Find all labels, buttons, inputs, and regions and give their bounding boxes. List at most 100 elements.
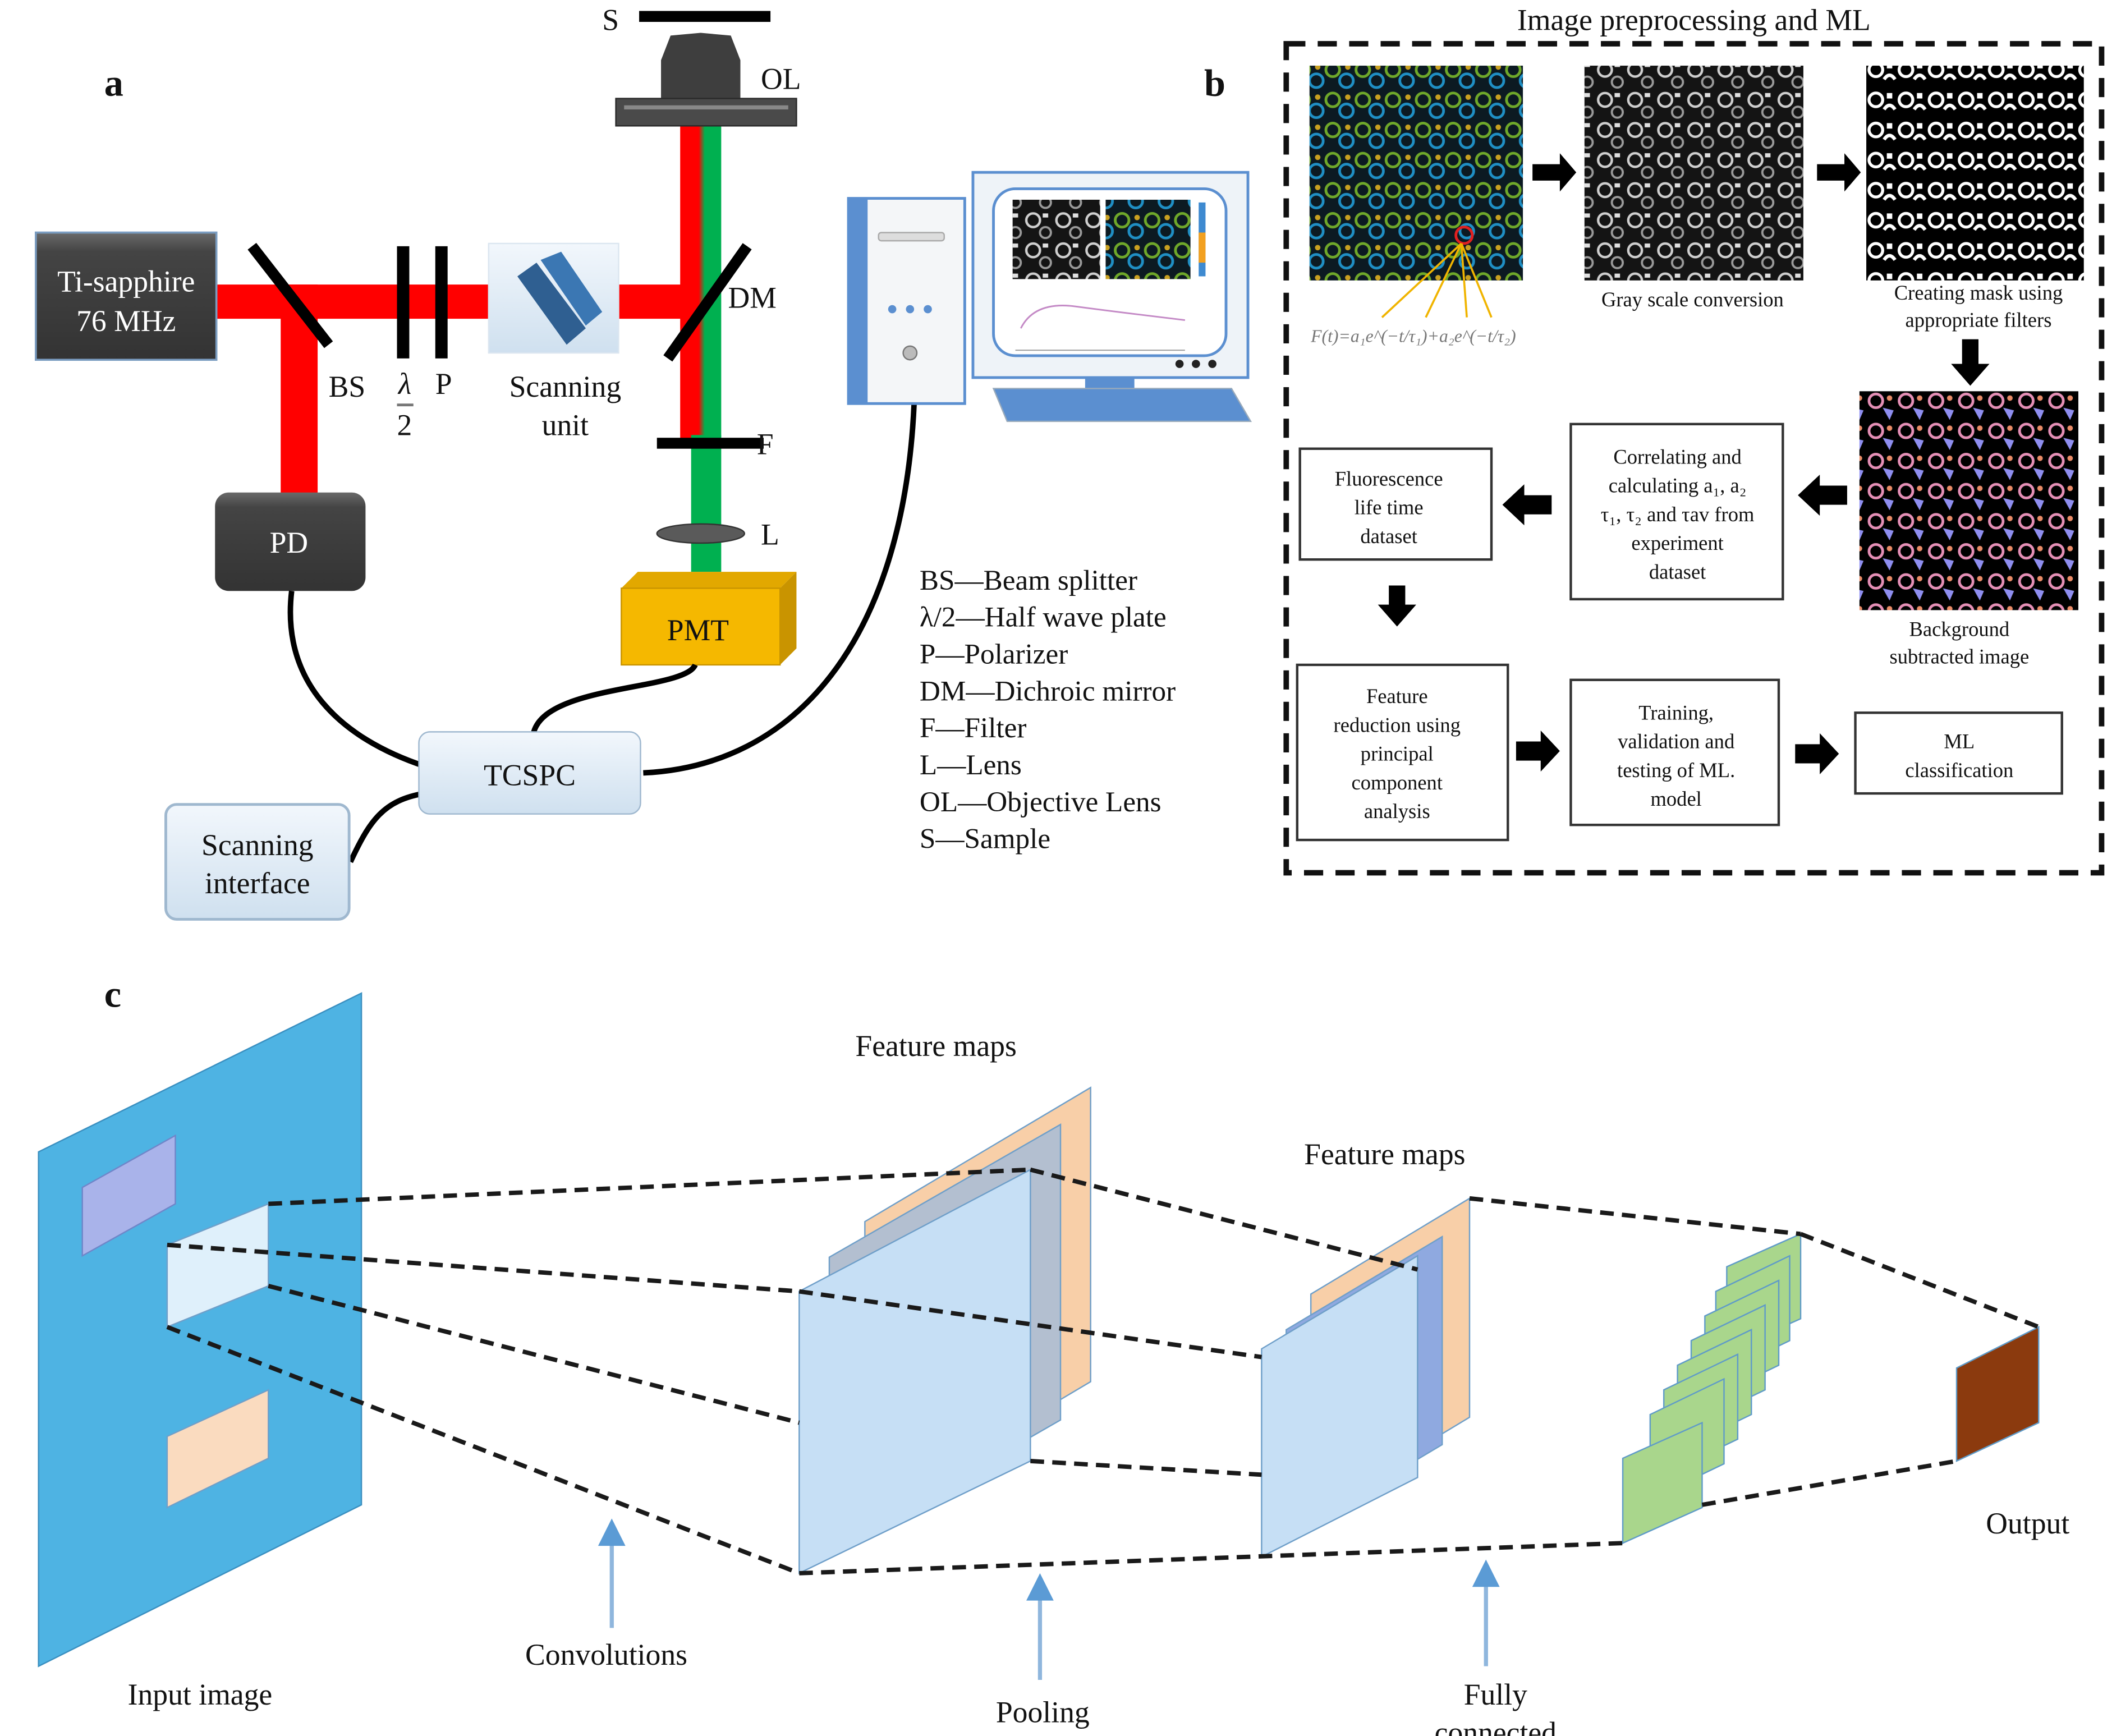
arrow-fully-connected bbox=[1472, 1559, 1500, 1666]
pmt-detector: PMT bbox=[621, 572, 797, 666]
panel-label-b: b bbox=[1204, 62, 1225, 104]
box-text: Training, bbox=[1638, 701, 1714, 724]
panel-label-a: a bbox=[104, 62, 123, 104]
tcspc-module: TCSPC bbox=[418, 731, 641, 815]
p-label: P bbox=[435, 367, 452, 401]
scanning-unit: Scanning unit bbox=[488, 242, 622, 442]
box-text: reduction using bbox=[1334, 713, 1461, 736]
label-feature-maps-2: Feature maps bbox=[1304, 1137, 1465, 1171]
mask-caption-1: Creating mask using bbox=[1894, 281, 2063, 304]
dichroic-mirror bbox=[663, 243, 752, 362]
ti-sapphire-laser: Ti-sapphire 76 MHz bbox=[35, 231, 218, 361]
cable-computer-tcspc bbox=[643, 403, 917, 776]
arrow-down-2 bbox=[1378, 585, 1416, 627]
pd-label: PD bbox=[270, 526, 309, 559]
laser-label-line2: 76 MHz bbox=[76, 304, 176, 338]
cable-scanif-tcspc bbox=[348, 791, 425, 864]
legend-item: λ/2—Half wave plate bbox=[920, 601, 1167, 633]
box-text: component bbox=[1352, 771, 1443, 794]
box-text: calculating a₁, a₂ bbox=[1609, 474, 1747, 497]
label-pooling: Pooling bbox=[996, 1696, 1090, 1729]
beam-splitter bbox=[247, 242, 333, 348]
output-node bbox=[1955, 1326, 2040, 1462]
legend-item: P—Polarizer bbox=[920, 638, 1068, 670]
mask-caption-2: appropriate filters bbox=[1906, 309, 2052, 332]
box-fluorescence-dataset: Fluorescence life time dataset bbox=[1298, 447, 1493, 561]
box-text: classification bbox=[1905, 759, 2013, 782]
connection-lines bbox=[166, 1167, 2040, 1576]
fully-connected-stack bbox=[1622, 1233, 1802, 1545]
lambda-denominator: 2 bbox=[397, 408, 412, 442]
pooled-map-front bbox=[1261, 1255, 1418, 1558]
l-label: L bbox=[761, 517, 779, 551]
laser-label-line1: Ti-sapphire bbox=[57, 264, 195, 298]
scan-interface-label-1: Scanning bbox=[201, 828, 314, 862]
roi-marker bbox=[1454, 226, 1474, 245]
sample bbox=[639, 11, 771, 22]
cable-pmt-tcspc bbox=[531, 663, 698, 733]
box-text: analysis bbox=[1364, 800, 1430, 823]
bs-label: BS bbox=[329, 370, 366, 403]
arrow-down-1 bbox=[1951, 339, 1990, 386]
panel-c: c bbox=[38, 972, 2069, 1736]
pmt-label: PMT bbox=[667, 613, 729, 647]
filter bbox=[656, 438, 764, 449]
box-text: Correlating and bbox=[1613, 446, 1741, 469]
beam-vertical-upper bbox=[680, 126, 722, 441]
beam-vertical-green bbox=[691, 435, 722, 572]
arrow-left-1 bbox=[1798, 475, 1847, 516]
box-correlating: Correlating and calculating a₁, a₂ τ₁, τ… bbox=[1569, 422, 1784, 601]
box-text: experiment bbox=[1631, 531, 1723, 554]
input-image-plane bbox=[38, 992, 362, 1668]
box-text: testing of ML. bbox=[1617, 759, 1735, 782]
arrow-right-4 bbox=[1795, 733, 1839, 774]
ol-label: OL bbox=[761, 62, 801, 95]
arrow-right-2 bbox=[1817, 153, 1861, 192]
label-fully-connected-2: connected bbox=[1435, 1716, 1557, 1736]
formula-arrows bbox=[1381, 242, 1493, 318]
s-label: S bbox=[602, 3, 619, 37]
panel-b: b Image preprocessing and ML F(t)=a₁e^(−… bbox=[1204, 3, 2105, 876]
arrow-right-3 bbox=[1516, 730, 1560, 772]
box-training: Training, validation and testing of ML. … bbox=[1569, 678, 1780, 826]
panel-b-title: Image preprocessing and ML bbox=[1517, 3, 1871, 37]
scanning-unit-label-1: Scanning bbox=[509, 370, 622, 403]
scanning-unit-label-2: unit bbox=[542, 408, 589, 442]
box-text: dataset bbox=[1360, 525, 1417, 548]
dm-label: DM bbox=[728, 281, 777, 315]
bg-caption-1: Background bbox=[1909, 618, 2009, 641]
polarizer-plate bbox=[435, 246, 448, 359]
scan-interface-label-2: interface bbox=[205, 866, 310, 900]
box-text: validation and bbox=[1618, 730, 1734, 753]
objective-lens bbox=[615, 33, 797, 127]
panel-label-c: c bbox=[104, 972, 121, 1015]
box-feature-reduction: Feature reduction using principal compon… bbox=[1296, 663, 1509, 842]
background-subtracted-image bbox=[1859, 391, 2078, 610]
grayscale-image bbox=[1584, 66, 1803, 281]
input-patch-blue bbox=[81, 1134, 176, 1257]
grayscale-caption: Gray scale conversion bbox=[1601, 288, 1784, 311]
legend-item: L—Lens bbox=[920, 749, 1022, 781]
label-feature-maps-1: Feature maps bbox=[855, 1029, 1016, 1063]
arrow-pooling bbox=[1026, 1573, 1054, 1680]
legend-item: S—Sample bbox=[920, 823, 1050, 855]
box-text: τ₁, τ₂ and τav from bbox=[1601, 503, 1755, 526]
mask-image bbox=[1866, 66, 2084, 281]
fluorescence-image bbox=[1309, 66, 1523, 281]
box-text: ML bbox=[1944, 730, 1975, 753]
computer bbox=[847, 171, 1252, 422]
legend: BS—Beam splitter λ/2—Half wave plate P—P… bbox=[920, 564, 1176, 855]
box-text: Feature bbox=[1366, 685, 1428, 708]
dashed-frame bbox=[1283, 41, 2105, 876]
photodiode: PD bbox=[215, 492, 366, 591]
legend-item: OL—Objective Lens bbox=[920, 786, 1162, 818]
box-ml-classification: ML classification bbox=[1854, 711, 2063, 795]
cable-pd-tcspc bbox=[287, 590, 425, 769]
lens bbox=[656, 523, 746, 544]
arrow-right-1 bbox=[1532, 153, 1577, 192]
box-text: Fluorescence bbox=[1335, 467, 1443, 490]
box-text: dataset bbox=[1649, 560, 1706, 583]
scanning-interface: Scanning interface bbox=[164, 803, 351, 921]
label-input-image: Input image bbox=[128, 1678, 273, 1711]
